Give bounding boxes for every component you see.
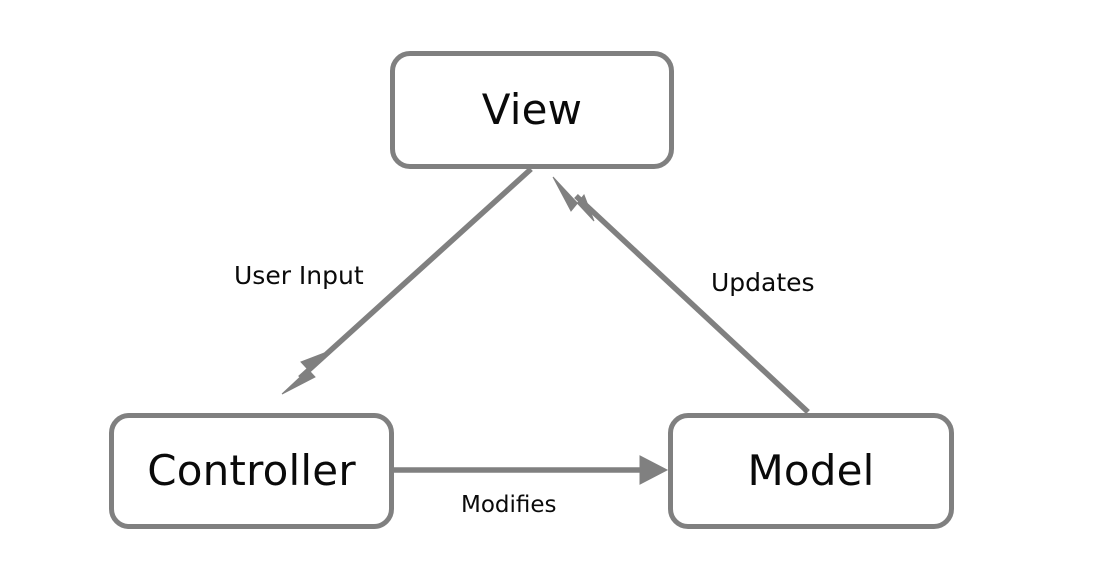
edge-model-to-view-shaft xyxy=(574,193,810,415)
edge-controller-to-model-arrowhead xyxy=(639,455,669,485)
node-controller[interactable]: Controller xyxy=(109,413,394,529)
edge-controller-to-model xyxy=(392,455,669,485)
node-view-label: View xyxy=(481,85,583,134)
edge-label-user-input: User Input xyxy=(234,261,364,290)
edge-model-to-view xyxy=(552,176,810,415)
edge-view-to-controller xyxy=(281,166,533,395)
edge-view-to-controller-arrowhead xyxy=(281,351,328,395)
edge-view-to-controller-shaft xyxy=(298,166,533,381)
edge-model-to-view-arrowhead xyxy=(552,176,595,222)
edge-label-modifies: Modifies xyxy=(461,492,557,518)
node-controller-label: Controller xyxy=(147,446,356,495)
node-model-label: Model xyxy=(747,446,875,495)
edge-label-updates: Updates xyxy=(711,268,815,297)
node-view[interactable]: View xyxy=(390,51,674,169)
node-model[interactable]: Model xyxy=(668,413,954,529)
